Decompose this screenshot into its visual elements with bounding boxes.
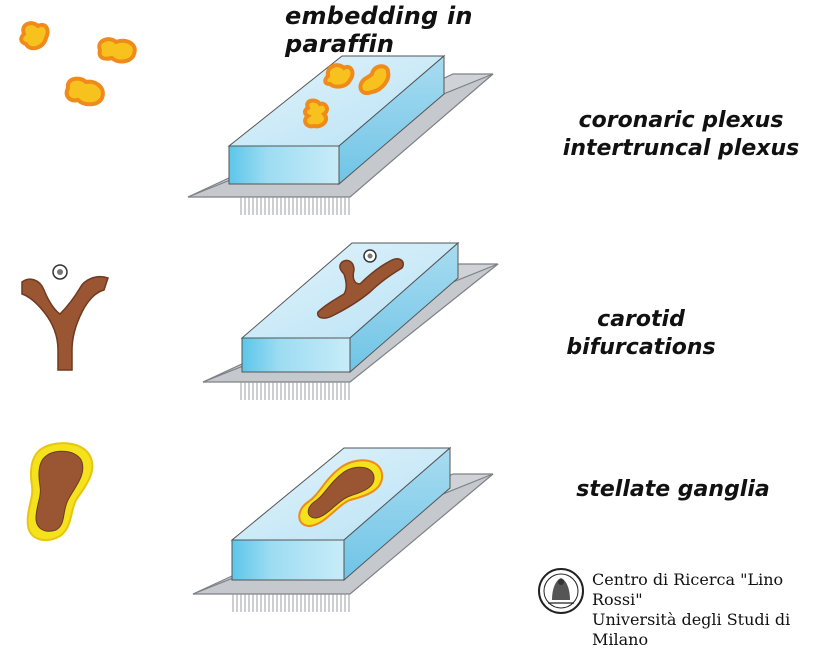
node-marker-center [57,269,63,275]
label-line: intertruncal plexus [562,136,800,161]
embedded-tissue [323,63,355,89]
label-line: carotid bifurcations [566,307,716,360]
tissue-piece [64,76,105,107]
loose-stellate-ganglion [26,442,94,542]
university-seal-logo [538,568,584,614]
page-title: embedding in paraffin [285,2,473,58]
paraffin-block-row2 [202,241,499,400]
paraffin-front-face [241,337,351,373]
loose-carotid-bifurcation [21,264,109,371]
paraffin-side-face [343,446,451,582]
paraffin-side-face [338,54,445,186]
embedded-carotid [316,257,404,319]
paraffin-front-face [228,145,340,185]
embedded-tissue [303,98,329,129]
label-stellate-ganglia: stellate ganglia [548,476,798,504]
label-coronaric-intertruncal: coronaric plexus intertruncal plexus [536,107,826,163]
paraffin-side-face [349,241,459,374]
ganglion-body [307,466,375,519]
loose-tissue-pieces-row1 [19,21,137,107]
tissue-piece [97,37,137,64]
institution-line-1: Centro di Ricerca "Lino Rossi" [592,570,784,609]
institution-line-2: Università degli Studi di Milano [592,610,791,649]
label-line: stellate ganglia [576,477,770,502]
paraffin-block-row3 [192,446,494,612]
paraffin-front-face [231,539,345,581]
plate-teeth [240,382,350,400]
label-carotid-bifurcations: carotid bifurcations [536,306,746,362]
node-marker-center [367,253,373,259]
plate-teeth [238,197,350,215]
vessel-shape [21,276,109,371]
label-line: coronaric plexus [578,108,784,133]
plate-teeth [232,594,350,612]
institution-credit: Centro di Ricerca "Lino Rossi" Universit… [592,570,827,650]
embedded-tissue [358,64,391,95]
tissue-piece [19,21,50,51]
embedding-diagram [19,21,584,614]
paraffin-block-row1 [187,54,494,215]
ganglion-body [35,450,84,532]
